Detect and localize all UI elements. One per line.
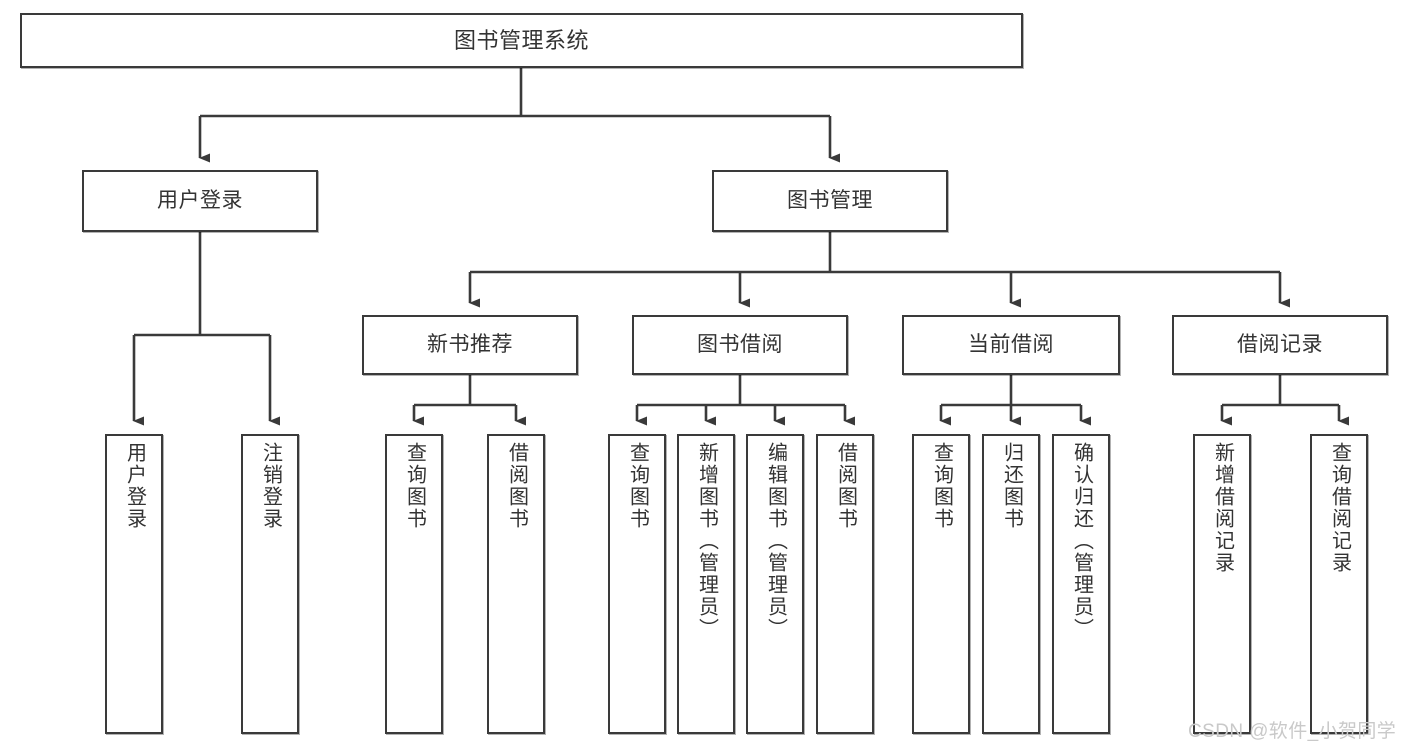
node-label: 图书借阅 [697, 332, 783, 356]
node-label: 用户登录 [123, 442, 146, 530]
node-leaf-logout[interactable]: 注销登录 [241, 434, 299, 734]
node-root-system[interactable]: 图书管理系统 [20, 13, 1023, 68]
node-label: 查询借阅记录 [1328, 442, 1351, 574]
node-label: 查询图书 [626, 442, 649, 530]
node-label: 用户登录 [157, 188, 243, 212]
node-leaf-query-borrow-record[interactable]: 查询借阅记录 [1310, 434, 1368, 734]
node-book-borrow[interactable]: 图书借阅 [632, 315, 848, 375]
node-leaf-user-login[interactable]: 用户登录 [105, 434, 163, 734]
node-label: 借阅图书 [834, 442, 857, 530]
node-label: 新增图书（管理员） [695, 442, 718, 640]
node-label: 借阅记录 [1237, 332, 1323, 356]
node-leaf-return-book[interactable]: 归还图书 [982, 434, 1040, 734]
node-current-borrow[interactable]: 当前借阅 [902, 315, 1120, 375]
node-label: 确认归还（管理员） [1070, 442, 1093, 640]
node-user-login[interactable]: 用户登录 [82, 170, 318, 232]
node-leaf-edit-book-admin[interactable]: 编辑图书（管理员） [746, 434, 804, 734]
node-leaf-borrow-book-newbook[interactable]: 借阅图书 [487, 434, 545, 734]
node-label: 图书管理 [787, 188, 873, 212]
node-label: 当前借阅 [968, 332, 1054, 356]
node-leaf-confirm-return-admin[interactable]: 确认归还（管理员） [1052, 434, 1110, 734]
node-label: 新增借阅记录 [1211, 442, 1234, 574]
node-new-book-recommend[interactable]: 新书推荐 [362, 315, 578, 375]
node-book-management[interactable]: 图书管理 [712, 170, 948, 232]
node-label: 借阅图书 [505, 442, 528, 530]
node-label: 图书管理系统 [453, 27, 589, 53]
node-leaf-borrow-book[interactable]: 借阅图书 [816, 434, 874, 734]
node-label: 注销登录 [259, 442, 282, 530]
node-label: 新书推荐 [427, 332, 513, 356]
watermark: CSDN @软件_小贺同学 [1188, 721, 1397, 742]
node-borrow-record[interactable]: 借阅记录 [1172, 315, 1388, 375]
node-leaf-add-book-admin[interactable]: 新增图书（管理员） [677, 434, 735, 734]
node-label: 归还图书 [1000, 442, 1023, 530]
node-label: 查询图书 [403, 442, 426, 530]
node-leaf-query-book-borrow[interactable]: 查询图书 [608, 434, 666, 734]
node-label: 查询图书 [930, 442, 953, 530]
node-leaf-query-book-newbook[interactable]: 查询图书 [385, 434, 443, 734]
node-label: 编辑图书（管理员） [764, 442, 787, 640]
node-leaf-query-book-current[interactable]: 查询图书 [912, 434, 970, 734]
node-leaf-add-borrow-record[interactable]: 新增借阅记录 [1193, 434, 1251, 734]
